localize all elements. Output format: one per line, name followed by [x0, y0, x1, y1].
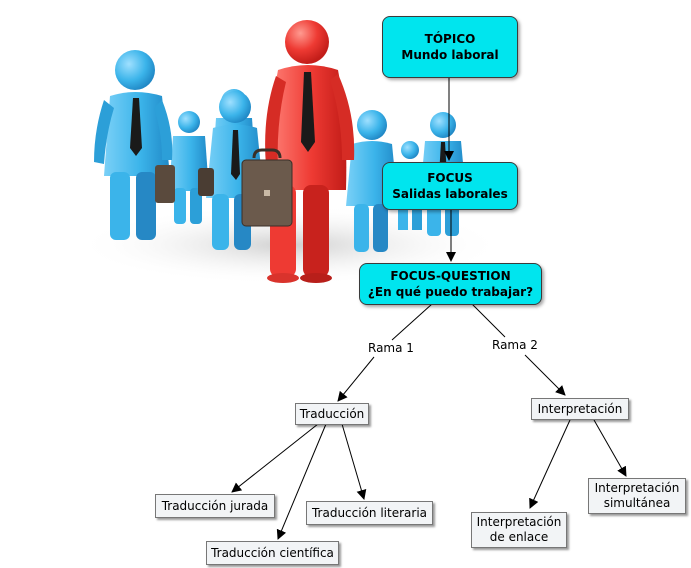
node-interpretacion-simultanea: Interpretación simultánea — [588, 478, 686, 514]
node-topic-line2: Mundo laboral — [401, 48, 499, 62]
node-traduccion-cientifica: Traducción científica — [206, 541, 339, 565]
node-traduccion-literaria-label: Traducción literaria — [311, 505, 428, 520]
briefcase-icon — [241, 148, 293, 227]
briefcase-icon — [155, 165, 175, 203]
person-blue-left — [94, 50, 175, 240]
node-topic: TÓPICO Mundo laboral — [382, 16, 518, 78]
arrow-traduccion-cientifica — [276, 423, 327, 540]
node-interpretacion-simultanea-line2: simultánea — [603, 496, 671, 510]
node-traduccion-cientifica-label: Traducción científica — [211, 545, 334, 560]
arrow-traduccion-jurada — [231, 423, 319, 493]
node-focus-question: FOCUS-QUESTION ¿En qué puedo trabajar? — [359, 263, 542, 305]
node-focus: FOCUS Salidas laborales — [382, 162, 518, 210]
arrow-traduccion-literaria — [341, 423, 367, 500]
arrow-interpretacion-simultanea — [593, 419, 627, 477]
arrow-rama1-traduccion — [337, 356, 375, 402]
edge-label-rama2: Rama 2 — [490, 338, 540, 352]
node-interpretacion-label: Interpretación — [537, 401, 623, 416]
node-focus-line2: Salidas laborales — [392, 187, 508, 201]
node-traduccion-jurada-label: Traducción jurada — [161, 498, 269, 513]
node-traduccion-jurada: Traducción jurada — [155, 494, 275, 518]
node-focus-question-line2: ¿En qué puedo trabajar? — [367, 285, 534, 299]
edge-label-rama1: Rama 1 — [366, 341, 416, 355]
node-interpretacion-enlace-line1: Interpretación — [476, 515, 562, 529]
arrow-interpretacion-enlace — [529, 419, 571, 509]
node-traduccion: Traducción — [295, 403, 369, 425]
node-interpretacion-simultanea-line1: Interpretación — [594, 481, 680, 495]
node-traduccion-label: Traducción — [299, 406, 365, 421]
node-interpretacion-enlace-line2: de enlace — [489, 530, 549, 544]
arrow-rama2-interpretacion — [524, 354, 566, 396]
node-focus-line1: FOCUS — [427, 171, 473, 185]
node-interpretacion-enlace: Interpretación de enlace — [471, 512, 567, 548]
node-traduccion-literaria: Traducción literaria — [306, 501, 433, 525]
node-focus-question-line1: FOCUS-QUESTION — [390, 269, 511, 283]
node-topic-line1: TÓPICO — [424, 32, 476, 46]
line-question-rama1 — [391, 303, 433, 341]
line-question-rama2 — [471, 303, 506, 338]
node-interpretacion: Interpretación — [531, 398, 629, 420]
